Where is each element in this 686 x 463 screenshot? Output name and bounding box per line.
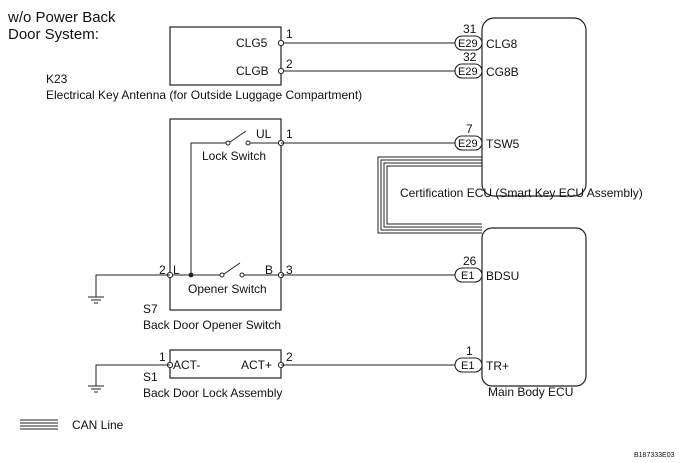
opener-switch-contact-b bbox=[239, 272, 245, 278]
body-pin-tr: TR+ bbox=[486, 359, 509, 373]
antenna-box bbox=[169, 26, 282, 86]
opener-pin-b: B bbox=[265, 263, 273, 277]
cert-pin-clg8: CLG8 bbox=[486, 37, 518, 51]
cert-pin-num-31: 31 bbox=[463, 22, 477, 36]
connector-e29-cg8b bbox=[454, 63, 483, 79]
opener-pin-l-num: 2 bbox=[159, 263, 166, 277]
body-pin-bdsu: BDSU bbox=[486, 269, 519, 283]
terminal-clgb bbox=[277, 67, 285, 75]
lock-switch-label: Lock Switch bbox=[202, 149, 266, 163]
lock-switch-wire-left bbox=[190, 142, 228, 275]
connector-e29-clg8 bbox=[454, 35, 483, 51]
terminal-clg5 bbox=[277, 39, 285, 47]
cert-pin-cg8b: CG8B bbox=[486, 65, 519, 79]
can-line-legend-label: CAN Line bbox=[72, 418, 124, 432]
doc-id: B187333E03 bbox=[634, 452, 675, 459]
opener-switch-code: S7 bbox=[143, 302, 158, 316]
connector-e29-tsw5-id: E29 bbox=[458, 138, 478, 150]
cert-pin-num-7: 7 bbox=[466, 122, 473, 136]
lock-assembly-code: S1 bbox=[143, 370, 158, 384]
main-body-ecu-label: Main Body ECU bbox=[488, 385, 573, 399]
opener-switch-contact-a bbox=[219, 272, 225, 278]
ground-icon bbox=[88, 385, 104, 393]
certification-ecu-label: Certification ECU (Smart Key ECU Assembl… bbox=[400, 186, 643, 200]
antenna-pin-num-2: 2 bbox=[286, 57, 293, 71]
opener-ground-wire bbox=[95, 274, 170, 297]
cert-pin-tsw5: TSW5 bbox=[486, 137, 520, 151]
connector-e29-cg8b-id: E29 bbox=[458, 66, 478, 78]
lock-assembly-name: Back Door Lock Assembly bbox=[143, 386, 282, 400]
can-bus bbox=[377, 156, 482, 234]
can-line-legend-icon bbox=[20, 419, 58, 430]
connector-e1-tr-id: E1 bbox=[461, 360, 474, 372]
lock-switch-blade bbox=[229, 130, 247, 143]
lock-pin-act-minus-num: 1 bbox=[159, 350, 166, 364]
opener-switch-label: Opener Switch bbox=[188, 282, 267, 296]
antenna-code: K23 bbox=[46, 72, 68, 86]
ground-icon bbox=[88, 296, 104, 304]
lock-switch-contact-b bbox=[245, 140, 251, 146]
lock-ground-wire bbox=[95, 364, 170, 386]
lock-pin-act-plus-num: 2 bbox=[286, 350, 293, 364]
cert-pin-num-32: 32 bbox=[463, 50, 477, 64]
header-line2: Door System: bbox=[8, 26, 99, 43]
body-pin-num-1: 1 bbox=[466, 344, 473, 358]
antenna-pin-clg5: CLG5 bbox=[236, 36, 268, 50]
junction-dot bbox=[188, 272, 194, 278]
opener-pin-b-num: 3 bbox=[286, 263, 293, 277]
lock-switch-contact-a bbox=[225, 140, 231, 146]
header-line1: w/o Power Back bbox=[7, 9, 116, 26]
opener-switch-blade bbox=[223, 262, 241, 275]
opener-switch-name: Back Door Opener Switch bbox=[143, 318, 281, 332]
connector-e1-bdsu bbox=[454, 267, 483, 283]
antenna-pin-clgb: CLGB bbox=[236, 64, 269, 78]
connector-e29-tsw5 bbox=[454, 135, 483, 151]
body-pin-num-26: 26 bbox=[463, 254, 477, 268]
certification-ecu-box bbox=[481, 17, 587, 197]
connector-e1-tr bbox=[454, 357, 483, 373]
antenna-name: Electrical Key Antenna (for Outside Lugg… bbox=[46, 88, 362, 102]
opener-switch-box bbox=[169, 118, 282, 311]
connector-e1-bdsu-id: E1 bbox=[461, 270, 474, 282]
opener-pin-l: L bbox=[173, 263, 180, 277]
opener-pin-ul-num: 1 bbox=[286, 127, 293, 141]
connector-e29-clg8-id: E29 bbox=[458, 38, 478, 50]
lock-pin-act-plus: ACT+ bbox=[241, 358, 272, 372]
opener-pin-ul: UL bbox=[256, 127, 272, 141]
lock-pin-act-minus: ACT- bbox=[173, 358, 200, 372]
main-body-ecu-box bbox=[481, 227, 587, 387]
antenna-pin-num-1: 1 bbox=[286, 27, 293, 41]
